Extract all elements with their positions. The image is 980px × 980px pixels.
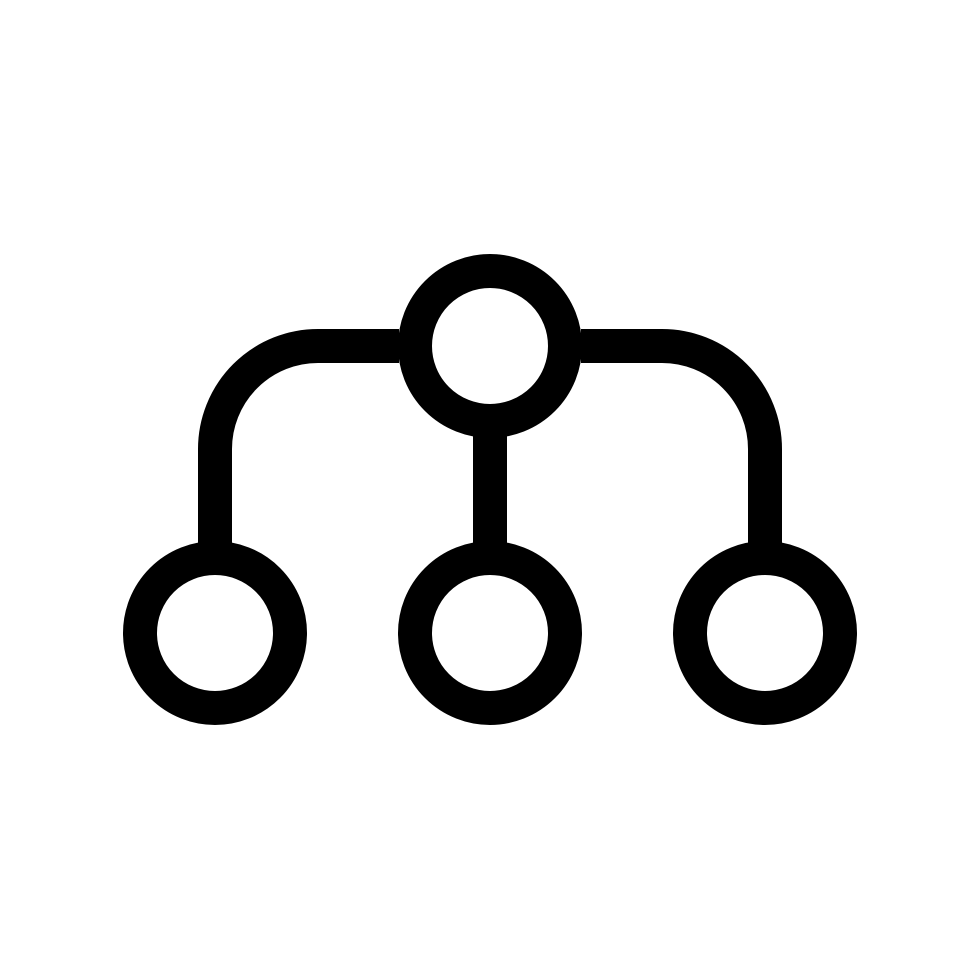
right-child-node [673,541,857,725]
right-branch-connector [581,329,782,559]
root-node [398,254,582,438]
left-branch-connector [198,329,399,559]
center-child-node [398,541,582,725]
left-child-node [123,541,307,725]
